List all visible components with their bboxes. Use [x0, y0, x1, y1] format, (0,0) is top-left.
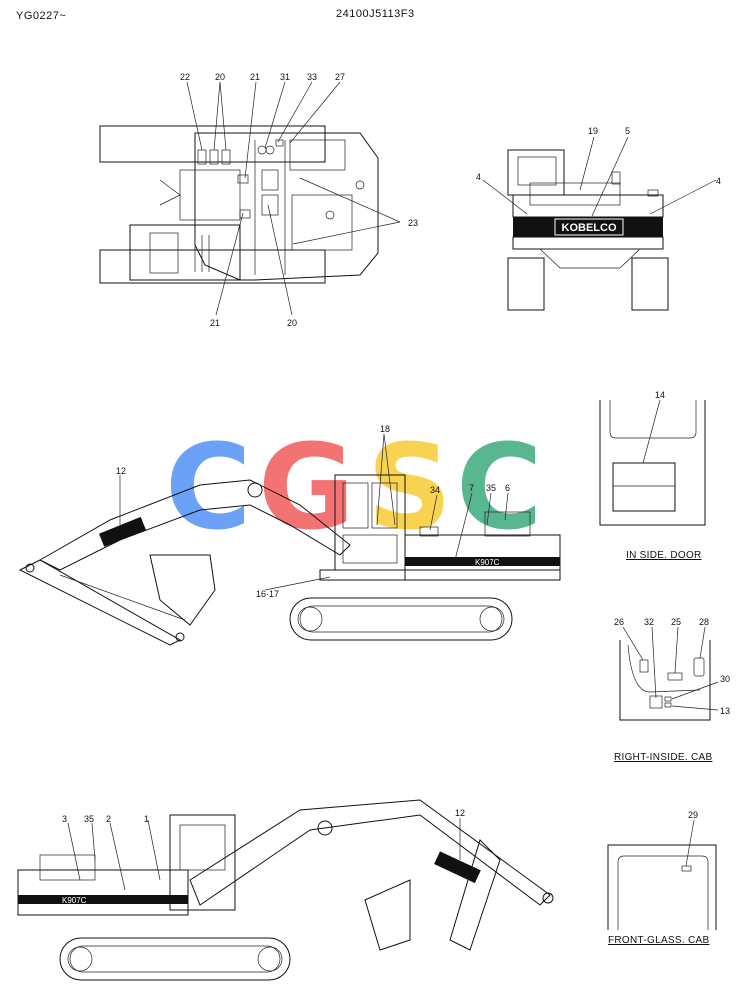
top-view: 22 20 21 31 33 27 23 21 20 [99, 72, 418, 328]
side-view: K907C 18 12 34 7 35 6 16·17 [18, 424, 561, 646]
inside-door-detail: 14 [599, 390, 706, 526]
top-boom-base [129, 224, 241, 281]
watermark-letter-c2: C [456, 418, 543, 556]
callout-18: 18 [380, 424, 390, 434]
callout-5: 5 [625, 126, 630, 136]
left-model-mark: K907C [62, 896, 87, 905]
callout-25: 25 [671, 617, 681, 627]
top-cab [179, 169, 241, 221]
callout-21-bottom: 21 [210, 318, 220, 328]
callout-34: 34 [430, 485, 440, 495]
header-left-code: YG0227~ [16, 10, 67, 22]
callout-35-side: 35 [486, 483, 496, 493]
watermark-letter-c1: C [165, 418, 252, 556]
callout-28: 28 [699, 617, 709, 627]
callout-32: 32 [644, 617, 654, 627]
callout-14: 14 [655, 390, 665, 400]
door-label-plate [612, 462, 676, 512]
top-counterweight-panel [289, 139, 346, 171]
rear-track-left [507, 257, 545, 311]
caption-inside-door: IN SIDE. DOOR [626, 550, 702, 561]
left-crawler [59, 937, 291, 981]
callout-30: 30 [720, 674, 730, 684]
side-model-mark: K907C [475, 558, 500, 567]
left-engine-body [17, 869, 189, 916]
watermark-letter-g: G [258, 418, 355, 556]
callout-4-left: 4 [476, 172, 481, 182]
caption-right-inside-cab: RIGHT-INSIDE. CAB [614, 752, 713, 763]
callout-16-17: 16·17 [256, 589, 279, 599]
callout-20: 20 [215, 72, 225, 82]
callout-22: 22 [180, 72, 190, 82]
left-boom [189, 799, 551, 906]
rear-track-right [631, 257, 669, 311]
side-crawler [289, 597, 513, 641]
top-track-upper [99, 125, 326, 163]
callout-26: 26 [614, 617, 624, 627]
top-upper-structure [194, 132, 379, 281]
rear-kobelco-logo: KOBELCO [562, 222, 617, 234]
callout-12-side: 12 [116, 466, 126, 476]
side-bucket [149, 554, 216, 626]
front-glass-detail: 29 [607, 810, 717, 930]
callout-19: 19 [588, 126, 598, 136]
callout-6: 6 [505, 483, 510, 493]
left-cab [169, 814, 236, 911]
rear-view: KOBELCO 19 5 4 4 [476, 126, 721, 311]
callout-21: 21 [250, 72, 260, 82]
callout-12-left: 12 [455, 808, 465, 818]
callout-35-left: 35 [84, 814, 94, 824]
callout-13: 13 [720, 706, 730, 716]
left-arm [449, 839, 501, 951]
caption-front-glass-cab: FRONT-GLASS. CAB [608, 935, 710, 946]
top-engine-hood [291, 194, 353, 251]
callout-29: 29 [688, 810, 698, 820]
callout-23: 23 [408, 218, 418, 228]
left-boom-logo [434, 851, 481, 884]
side-arm [18, 559, 182, 646]
callout-7: 7 [469, 483, 474, 493]
top-track-lower [99, 249, 326, 284]
header-part-number: 24100J5113F3 [336, 8, 415, 20]
callout-3: 3 [62, 814, 67, 824]
left-bucket [364, 879, 411, 951]
left-view: K907C 3 35 2 1 12 [17, 799, 554, 981]
callout-20-bottom: 20 [287, 318, 297, 328]
callout-31: 31 [280, 72, 290, 82]
callout-27: 27 [335, 72, 345, 82]
side-boom-logo [98, 516, 146, 547]
watermark: C G S C [165, 418, 543, 556]
callout-2: 2 [106, 814, 111, 824]
callout-33: 33 [307, 72, 317, 82]
callout-4-right: 4 [716, 176, 721, 186]
callout-1: 1 [144, 814, 149, 824]
right-inside-cab-detail: 26 32 25 28 30 13 [614, 617, 730, 721]
